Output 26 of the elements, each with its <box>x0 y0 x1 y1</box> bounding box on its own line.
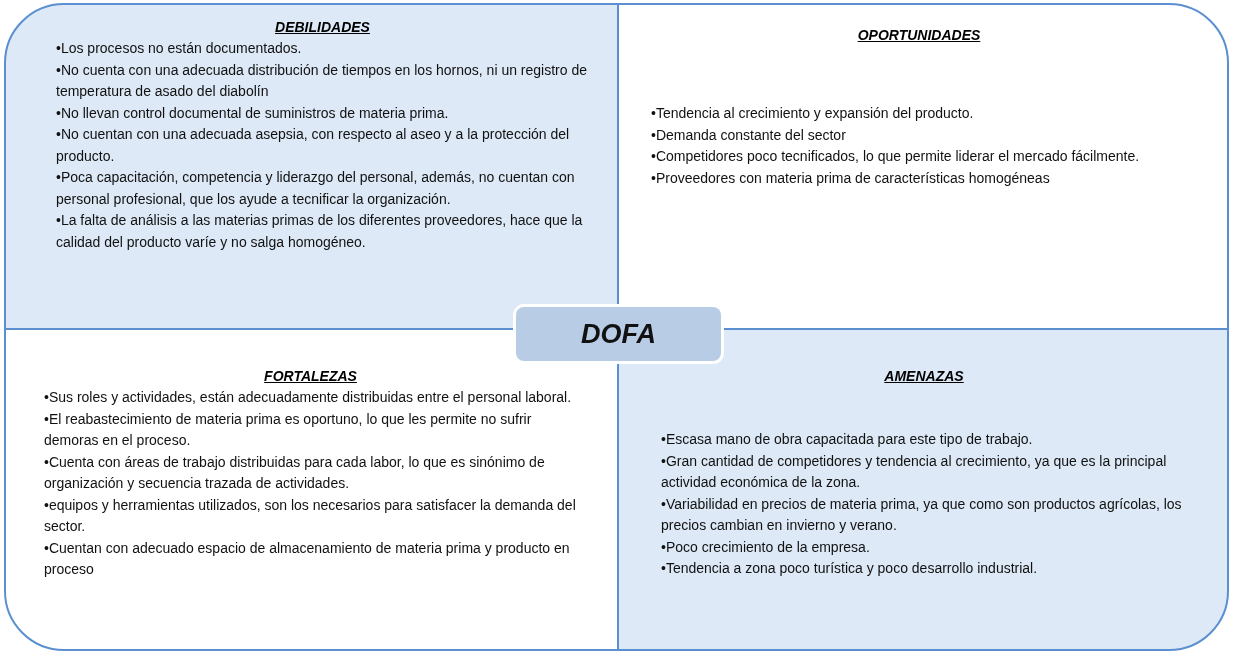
bullet-point: •Tendencia al crecimiento y expansión del producto. <box>651 104 975 123</box>
title-box <box>516 307 721 361</box>
bullet-point: •Poca capacitación, competencia y liderazgo del personal, además, no cuentan con personal profesional, que los ayude a tecnificar la organización. <box>56 168 576 209</box>
bullet-point: •Los procesos no están documentados. <box>56 39 303 58</box>
bullet-point: •Demanda constante del sector <box>651 125 847 145</box>
section-heading: OPORTUNIDADES <box>856 27 982 43</box>
bullet-point: •Tendencia a zona poco turística y poco desarrollo industrial. <box>661 559 1039 578</box>
bullet-point: •Competidores poco tecnificados, lo que permite liderar el mercado fácilmente. <box>651 147 1141 166</box>
bullet-point: •No cuentan con una adecuada asepsia, con respecto al aseo y a la protección del producto. <box>56 125 571 166</box>
bullet-point: •No llevan control documental de suministros de materia prima. <box>56 103 450 123</box>
bullet-point: •Gran cantidad de competidores y tendencia al crecimiento, ya que es la principal actividad económica de la zona. <box>661 451 1168 492</box>
bullet-point: •La falta de análisis a las materias primas de los diferentes proveedores, hace que la calidad del producto varíe y no salga homogéneo. <box>56 211 584 252</box>
bullet-point: •El reabastecimiento de materia prima es oportuno, lo que les permite no sufrir demoras en el proceso. <box>44 409 533 450</box>
bullet-point: •Cuenta con áreas de trabajo distribuidas para cada labor, lo que es sinónimo de organización y secuencia trazada de actividades. <box>44 452 546 493</box>
section-heading: FORTALEZAS <box>263 368 358 384</box>
section-heading: DEBILIDADES <box>274 19 371 35</box>
bullet-point: •equipos y herramientas utilizados, son los necesarios para satisfacer la demanda del sector. <box>44 495 577 536</box>
bullet-point: •Escasa mano de obra capacitada para este tipo de trabajo. <box>661 430 1034 449</box>
bullet-point: •Proveedores con materia prima de características homogéneas <box>651 168 1051 188</box>
bullet-point: •No cuenta con una adecuada distribución de tiempos en los hornos, ni un registro de temperatura de asado del diabolín <box>56 60 588 101</box>
bullet-point: •Poco crecimiento de la empresa. <box>661 537 871 557</box>
bullet-point: •Sus roles y actividades, están adecuadamente distribuidas entre el personal laboral. <box>44 388 573 407</box>
bullet-point: •Cuentan con adecuado espacio de almacenamiento de materia prima y producto en proceso <box>44 538 571 579</box>
title-text: DOFA <box>581 318 656 350</box>
section-heading: AMENAZAS <box>883 368 965 384</box>
bullet-point: •Variabilidad en precios de materia prima, ya que como son productos agrícolas, los precios cambian en invierno y verano. <box>661 494 1183 535</box>
